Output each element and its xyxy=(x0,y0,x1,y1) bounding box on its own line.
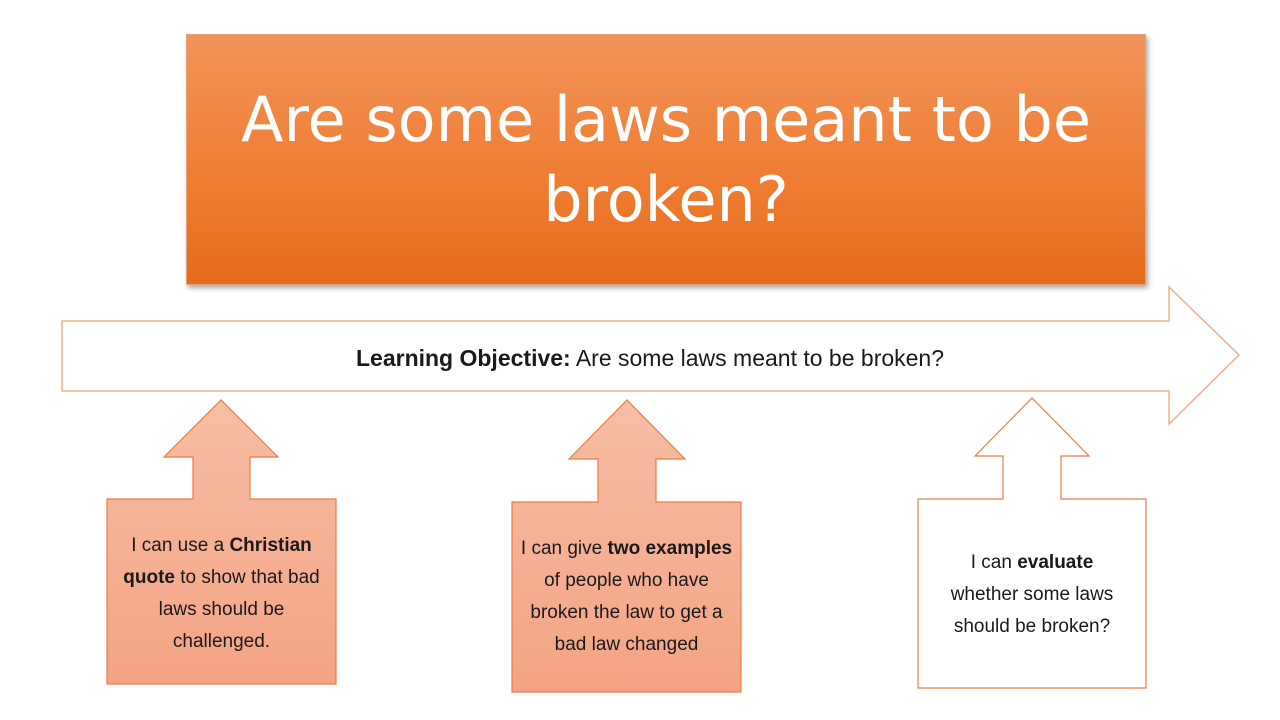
card-1-text: I can use a Christian quote to show that… xyxy=(123,535,320,652)
learning-objective-text: Are some laws meant to be broken? xyxy=(570,345,945,371)
card-3-text: I can evaluate whether some laws should … xyxy=(950,552,1114,637)
learning-objective-label: Learning Objective: xyxy=(355,345,571,371)
title-box: Are some laws meant to be broken? xyxy=(186,34,1146,285)
learning-objective: Learning Objective: Are some laws meant … xyxy=(62,340,1238,376)
slide-title: Are some laws meant to be broken? xyxy=(240,82,1092,236)
card-2-text: I can give two examples of people who ha… xyxy=(520,538,733,655)
